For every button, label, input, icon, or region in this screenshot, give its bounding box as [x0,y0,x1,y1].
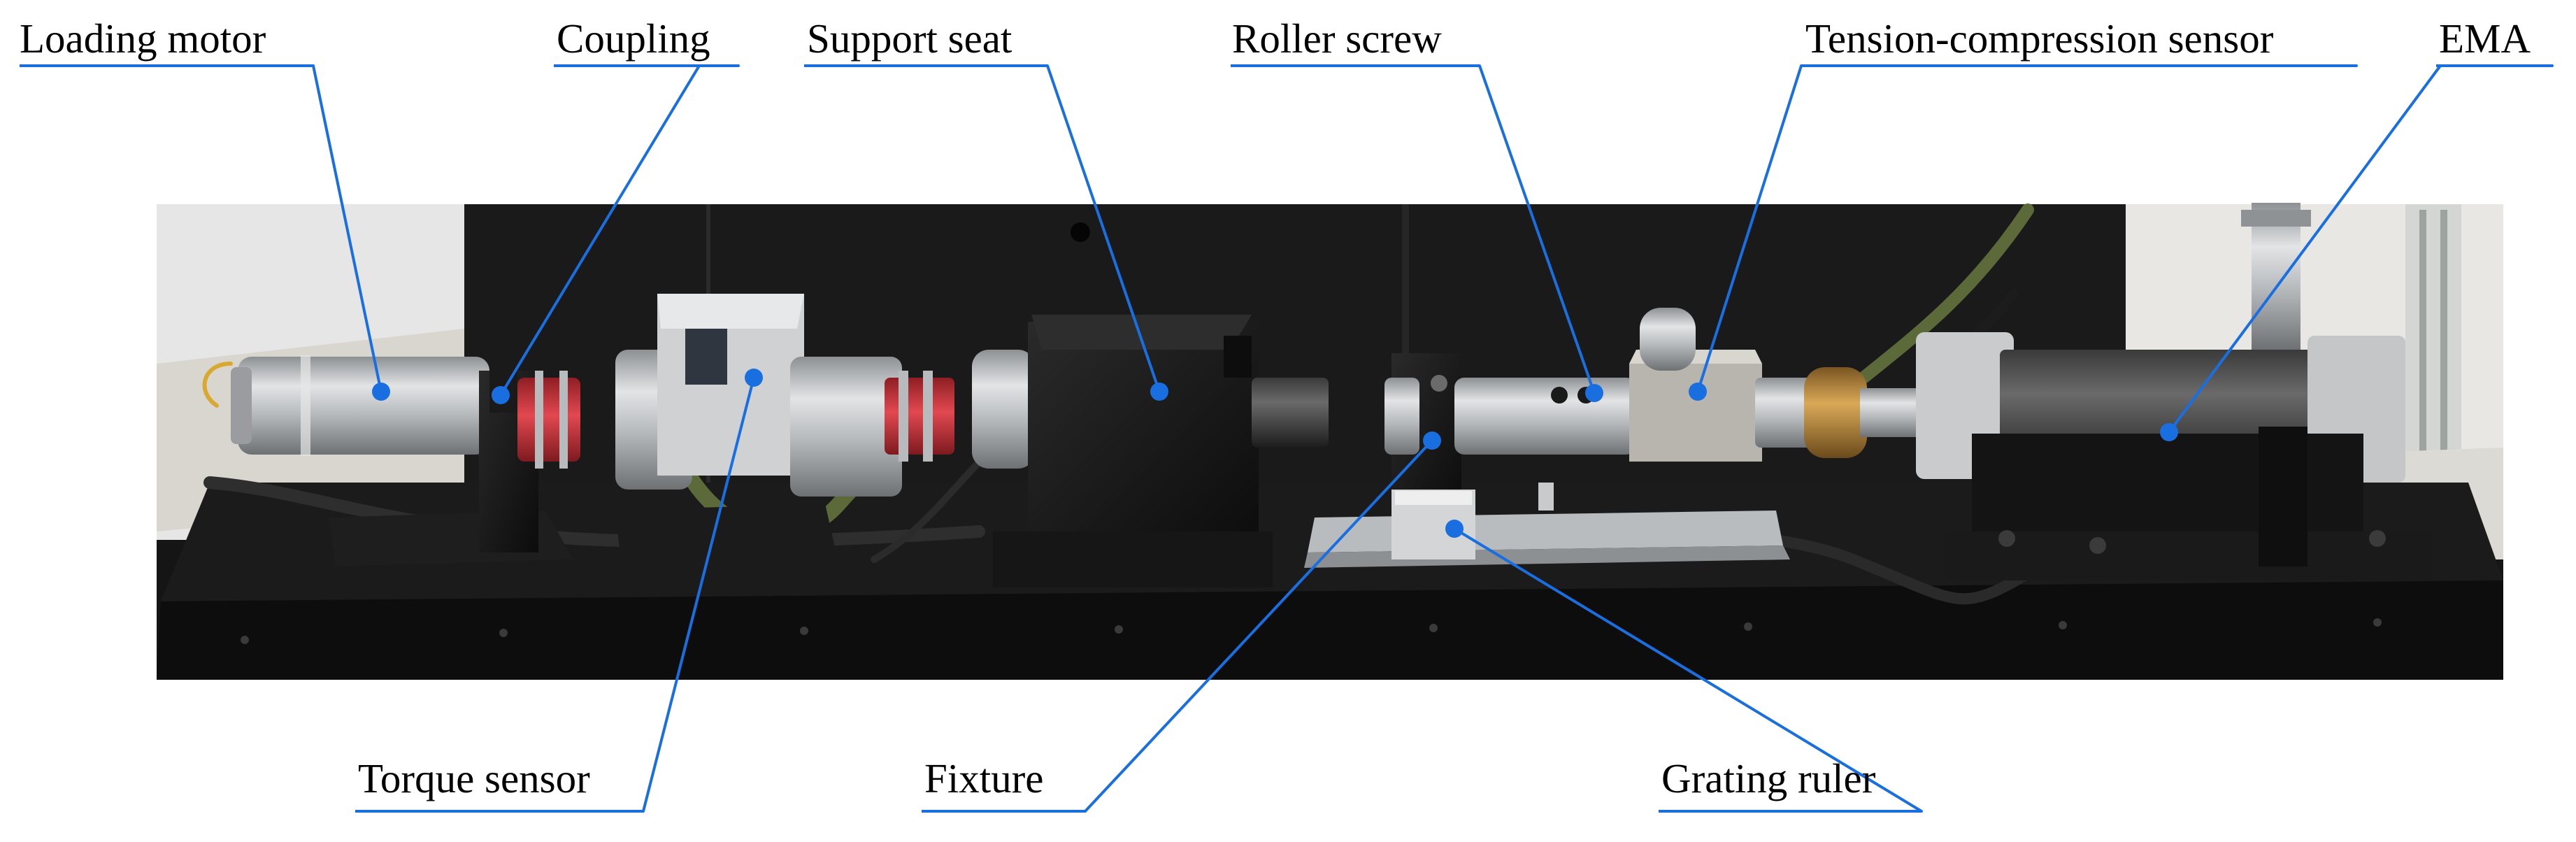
leader-line-loading-motor [20,64,382,392]
leader-dot-ema [2160,423,2178,441]
label-fixture: Fixture [924,755,1044,801]
leader-line-grating-ruler [1453,527,1923,813]
label-tension-compression-sensor: Tension-compression sensor [1805,15,2274,62]
base-plate-front [157,580,2503,680]
label-torque-sensor: Torque sensor [358,755,590,801]
label-support-seat: Support seat [807,15,1012,62]
leader-dot-grating-ruler [1445,520,1464,538]
leader-dot-loading-motor [372,383,390,401]
leader-line-tension-compression-sensor [1696,64,2358,392]
coupling-left [329,364,580,566]
grating-ruler [1304,483,1790,568]
leader-line-support-seat [804,64,1161,392]
label-roller-screw: Roller screw [1232,15,1442,62]
leader-dot-support-seat [1150,383,1168,401]
leader-dot-fixture [1423,431,1441,450]
leader-dot-tension-compression-sensor [1689,383,1707,401]
label-loading-motor: Loading motor [20,15,266,62]
label-grating-ruler: Grating ruler [1661,755,1876,801]
leader-line-torque-sensor [355,377,755,813]
leader-dot-torque-sensor [745,369,763,387]
leader-dot-coupling [492,386,510,404]
label-ema: EMA [2439,15,2531,62]
leader-line-ema [2168,64,2554,434]
leader-line-fixture [922,439,1433,813]
label-coupling: Coupling [557,15,710,62]
loading-motor [231,355,489,456]
leader-line-coupling [499,64,740,397]
leader-line-roller-screw [1231,64,1596,394]
support-seat [972,315,1329,587]
leader-dot-roller-screw [1585,384,1603,402]
tension-compression-sensor [1629,308,1818,462]
ema [1804,203,2433,580]
torque-sensor [615,294,954,573]
